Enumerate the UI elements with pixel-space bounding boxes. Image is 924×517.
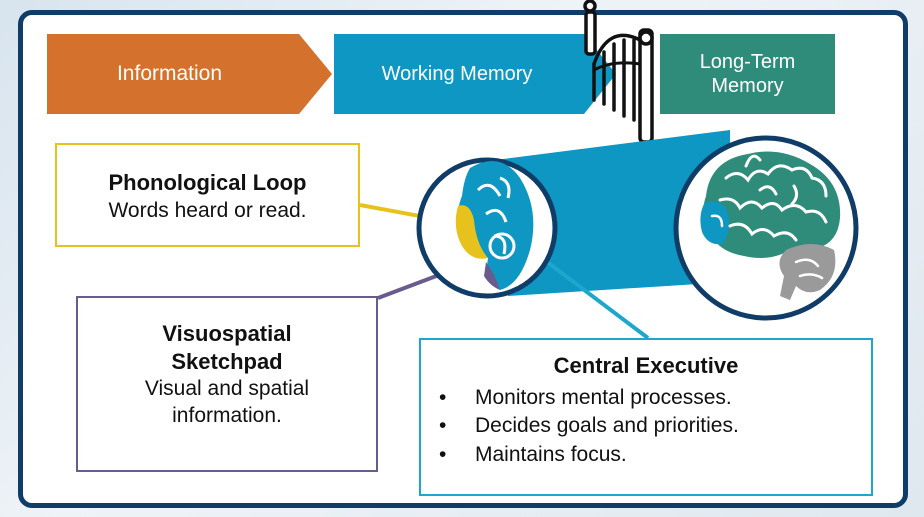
- visuospatial-sketchpad-title: Visuospatial Sketchpad: [162, 321, 292, 374]
- information-arrow: Information: [47, 34, 332, 114]
- central-executive-list: Monitors mental processes. Decides goals…: [421, 384, 871, 471]
- list-item: Maintains focus.: [435, 441, 871, 470]
- list-item: Decides goals and priorities.: [435, 412, 871, 441]
- brain-icon: [673, 135, 859, 321]
- central-executive-box: Central Executive Monitors mental proces…: [419, 338, 873, 496]
- information-label: Information: [116, 62, 223, 86]
- long-term-memory-label: Long-Term Memory: [699, 51, 796, 97]
- phonological-loop-title: Phonological Loop: [108, 170, 307, 195]
- gate-icon: [583, 0, 654, 144]
- list-item: Monitors mental processes.: [435, 384, 871, 413]
- visuospatial-sketchpad-description: Visual and spatial information.: [144, 377, 310, 428]
- brain-fragment-icon: [416, 157, 558, 299]
- visuospatial-sketchpad-box: Visuospatial Sketchpad Visual and spatia…: [76, 296, 378, 472]
- long-term-memory-box: Long-Term Memory: [660, 34, 835, 114]
- phonological-loop-description: Words heard or read.: [108, 198, 307, 222]
- working-memory-label: Working Memory: [381, 63, 533, 85]
- phonological-loop-box: Phonological Loop Words heard or read.: [55, 143, 360, 247]
- working-memory-arrow: Working Memory: [334, 34, 616, 114]
- central-executive-title: Central Executive: [553, 353, 739, 378]
